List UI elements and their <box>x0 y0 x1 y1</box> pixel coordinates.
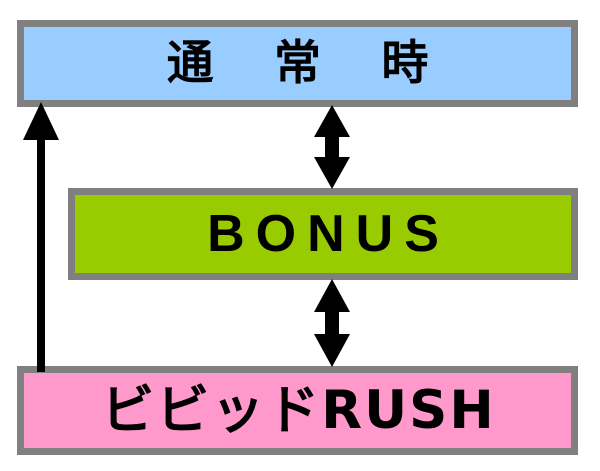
arrow-double-normal-bonus-icon <box>314 105 350 189</box>
state-label-normal: 通 常 時 <box>166 36 451 91</box>
state-box-normal: 通 常 時 <box>17 20 578 107</box>
state-label-rush: ビビッドRUSH <box>101 380 496 441</box>
arrow-up-rush-to-normal-icon <box>23 102 59 372</box>
state-box-rush: ビビッドRUSH <box>17 366 578 455</box>
state-box-bonus: BONUS <box>68 188 578 280</box>
arrow-double-bonus-rush-icon <box>314 279 350 367</box>
state-label-bonus: BONUS <box>207 205 450 263</box>
